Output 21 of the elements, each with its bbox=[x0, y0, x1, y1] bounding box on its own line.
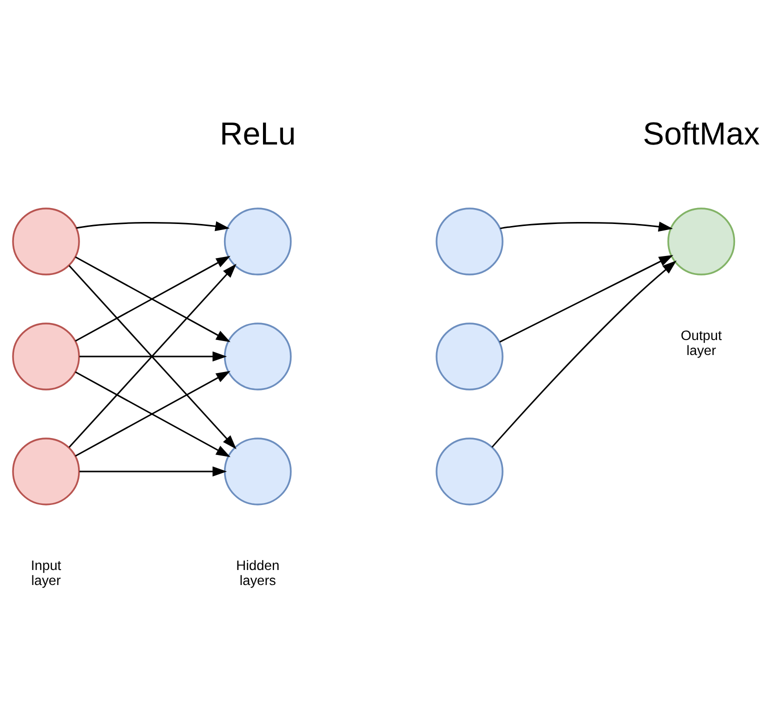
node-circle bbox=[12, 207, 80, 275]
node-circle bbox=[436, 437, 504, 505]
node-circle bbox=[12, 322, 80, 390]
arrow bbox=[500, 221, 673, 232]
node-circle bbox=[667, 207, 736, 275]
node-circle bbox=[12, 437, 80, 505]
label: Output layer bbox=[680, 328, 722, 358]
node-circle bbox=[436, 322, 504, 390]
node-circle bbox=[224, 437, 292, 505]
node-circle bbox=[436, 207, 504, 275]
arrow bbox=[76, 220, 230, 231]
label: ReLu bbox=[220, 115, 296, 152]
arrow bbox=[491, 260, 677, 448]
label: Hidden layers bbox=[236, 558, 280, 588]
label: SoftMax bbox=[642, 115, 760, 152]
arrow bbox=[499, 254, 674, 342]
arrow bbox=[79, 350, 227, 362]
node-circle bbox=[224, 207, 292, 275]
label: Input layer bbox=[30, 558, 62, 588]
node-circle bbox=[224, 322, 292, 390]
arrow bbox=[79, 466, 227, 476]
